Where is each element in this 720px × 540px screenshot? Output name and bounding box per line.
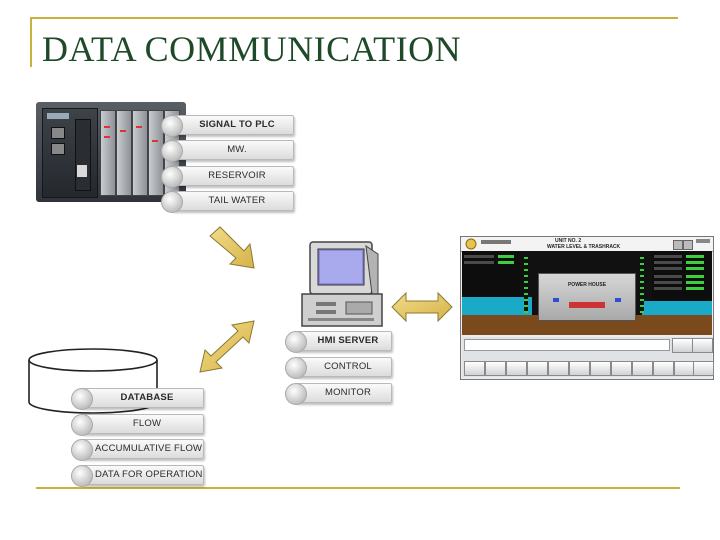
hmi-button <box>569 361 590 376</box>
bullet-knob-icon <box>285 357 307 379</box>
bullet-knob-icon <box>161 166 183 188</box>
bullet-knob-icon <box>161 115 183 137</box>
hmi-button <box>692 338 713 353</box>
hmi-button <box>632 361 653 376</box>
data-for-operation-label: DATA FOR OPERATION <box>71 465 204 487</box>
hmi-header-title: UNIT NO. 2 <box>555 238 582 244</box>
plc-rack-icon <box>36 96 186 208</box>
signal-to-plc-label: SIGNAL TO PLC <box>161 115 294 137</box>
monitor-label: MONITOR <box>285 383 392 405</box>
power-house-label: POWER HOUSE <box>567 282 607 288</box>
double-arrow-icon <box>391 291 453 323</box>
bullet-knob-icon <box>285 383 307 405</box>
top-rule <box>30 17 678 19</box>
bullet-knob-icon <box>285 331 307 353</box>
hmi-button <box>653 361 674 376</box>
hmi-button <box>527 361 548 376</box>
hmi-button <box>464 361 485 376</box>
computer-icon <box>301 241 383 327</box>
hmi-button <box>590 361 611 376</box>
hmi-header-subtitle: WATER LEVEL & TRASHRACK <box>547 244 621 250</box>
control-label: CONTROL <box>285 357 392 379</box>
hmi-button <box>674 361 695 376</box>
reservoir-label: RESERVOIR <box>161 166 294 188</box>
power-house-building: POWER HOUSE <box>538 273 636 321</box>
tail-water-label: TAIL WATER <box>161 191 294 213</box>
hmi-button <box>672 338 693 353</box>
database-label: DATABASE <box>71 388 204 410</box>
hmi-button-panel <box>462 337 714 377</box>
hmi-screenshot: UNIT NO. 2 WATER LEVEL & TRASHRACK POWER… <box>460 236 714 380</box>
bullet-knob-icon <box>161 140 183 162</box>
accumulative-flow-label: ACCUMULATIVE FLOW <box>71 439 204 461</box>
double-arrow-icon <box>199 320 255 373</box>
bottom-rule <box>36 487 680 489</box>
hmi-button <box>485 361 506 376</box>
down-arrow-icon <box>209 226 255 269</box>
bullet-knob-icon <box>161 191 183 213</box>
hmi-header: UNIT NO. 2 WATER LEVEL & TRASHRACK <box>461 237 713 252</box>
hmi-server-label: HMI SERVER <box>285 331 392 353</box>
logo-icon <box>465 238 477 250</box>
hmi-button <box>548 361 569 376</box>
flow-label: FLOW <box>71 414 204 436</box>
bullet-knob-icon <box>71 465 93 487</box>
hmi-button <box>611 361 632 376</box>
bullet-knob-icon <box>71 414 93 436</box>
page-title: DATA COMMUNICATION <box>42 29 462 69</box>
hmi-process-view: POWER HOUSE <box>462 251 712 335</box>
hmi-button <box>506 361 527 376</box>
bullet-knob-icon <box>71 439 93 461</box>
left-rule <box>30 17 32 67</box>
hmi-button <box>693 361 714 376</box>
bullet-knob-icon <box>71 388 93 410</box>
mw-label: MW. <box>161 140 294 162</box>
